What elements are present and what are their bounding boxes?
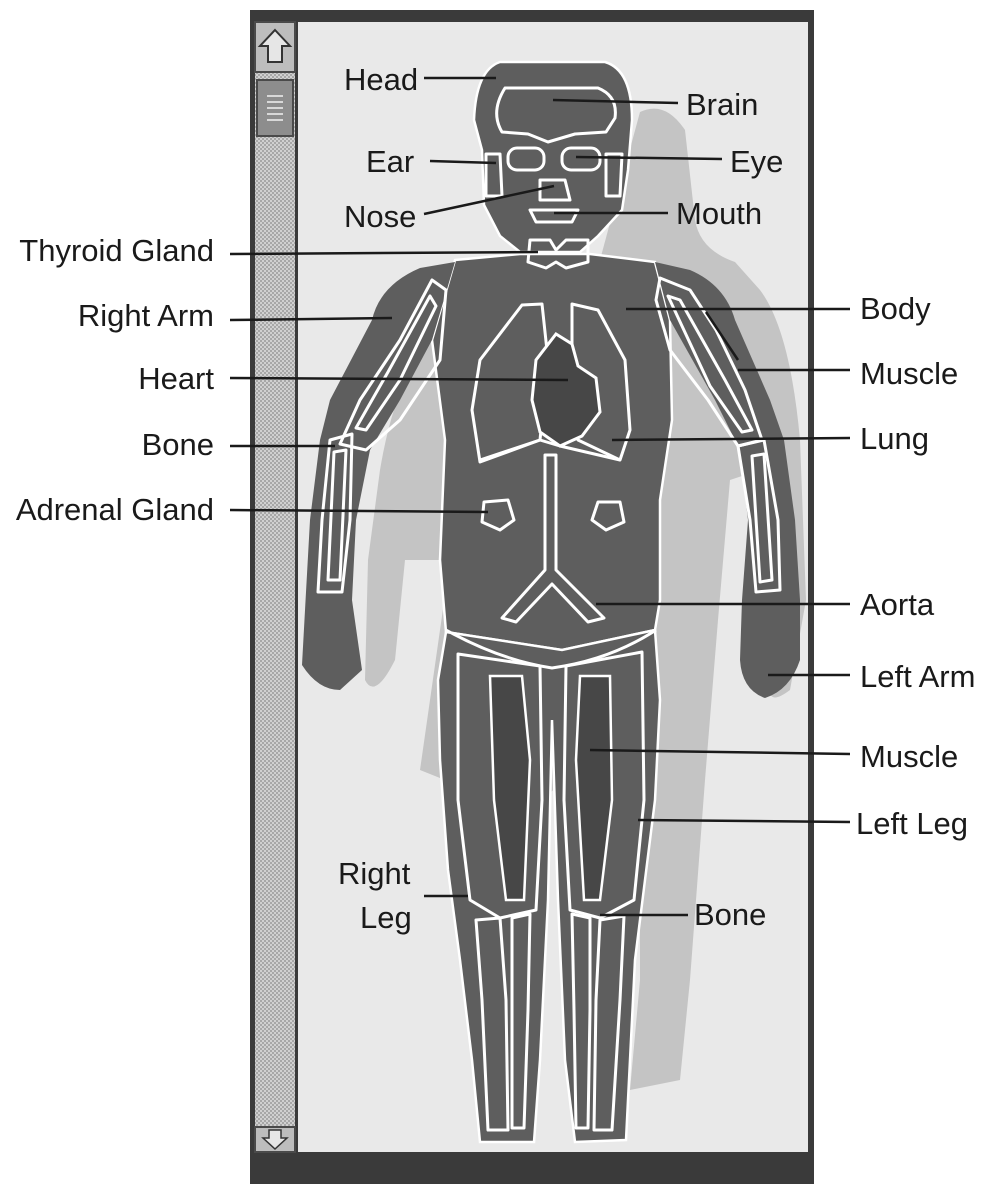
label-left-leg: Left Leg bbox=[856, 806, 968, 841]
label-right-leg-line2: Leg bbox=[360, 900, 412, 935]
label-body: Body bbox=[860, 291, 931, 326]
label-brain: Brain bbox=[686, 87, 758, 122]
scroll-down-button[interactable] bbox=[255, 1127, 295, 1152]
label-eye: Eye bbox=[730, 144, 783, 179]
label-left-arm: Left Arm bbox=[860, 659, 975, 694]
label-muscle-arm: Muscle bbox=[860, 356, 958, 391]
torso bbox=[432, 254, 672, 650]
label-head: Head bbox=[344, 62, 418, 97]
label-adrenal-gland: Adrenal Gland bbox=[16, 492, 214, 527]
label-right-leg-line1: Right bbox=[338, 856, 411, 891]
label-aorta: Aorta bbox=[860, 587, 935, 622]
scroll-up-button[interactable] bbox=[255, 22, 295, 72]
label-muscle-leg: Muscle bbox=[860, 739, 958, 774]
label-mouth: Mouth bbox=[676, 196, 762, 231]
label-bone-leg: Bone bbox=[694, 897, 766, 932]
scroll-thumb[interactable] bbox=[257, 80, 293, 136]
label-nose: Nose bbox=[344, 199, 416, 234]
label-lung: Lung bbox=[860, 421, 929, 456]
scroll-track[interactable] bbox=[255, 22, 295, 1152]
bottom-bar bbox=[250, 1152, 814, 1184]
label-bone-arm: Bone bbox=[142, 427, 214, 462]
label-heart: Heart bbox=[138, 361, 214, 396]
label-right-arm: Right Arm bbox=[78, 298, 214, 333]
label-ear: Ear bbox=[366, 144, 414, 179]
label-thyroid-gland: Thyroid Gland bbox=[19, 233, 214, 268]
